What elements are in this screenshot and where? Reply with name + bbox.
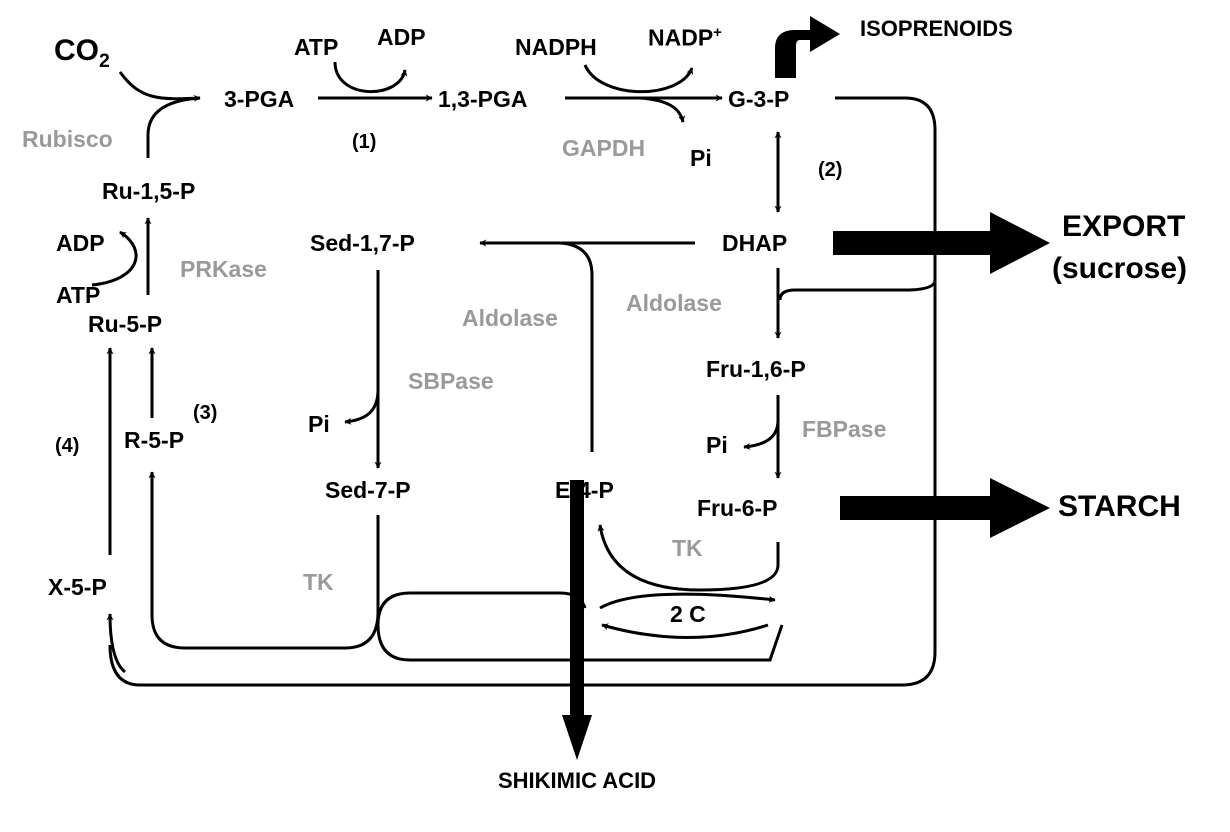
export-arrow bbox=[833, 212, 1050, 274]
dhap-label: DHAP bbox=[722, 230, 788, 256]
fru6p-tk-to-e4p bbox=[597, 524, 780, 592]
isoprenoids-arrow bbox=[775, 16, 840, 78]
two-c-label: 2 C bbox=[670, 601, 706, 627]
gapdh-pi-arrow bbox=[639, 96, 686, 123]
export-label: EXPORT bbox=[1062, 210, 1186, 243]
co2-to-3pga-arrow bbox=[118, 71, 201, 102]
sed7p-tk-loop bbox=[376, 515, 784, 662]
shikimic-arrow bbox=[562, 480, 592, 760]
pi-sbpase-label: Pi bbox=[308, 411, 330, 437]
sucrose-label: (sucrose) bbox=[1052, 252, 1188, 285]
starch-arrow bbox=[840, 478, 1050, 538]
3pga-label: 3-PGA bbox=[224, 86, 295, 112]
ru15p-label: Ru-1,5-P bbox=[102, 178, 196, 204]
sed7p-label: Sed-7-P bbox=[325, 477, 411, 503]
tk-right-label: TK bbox=[672, 535, 703, 561]
adp-left-label: ADP bbox=[56, 230, 105, 256]
aldolase-left-label: Aldolase bbox=[462, 305, 558, 331]
starch-label: STARCH bbox=[1058, 490, 1181, 523]
sed17p-label: Sed-1,7-P bbox=[310, 230, 415, 256]
pi-gapdh-label: Pi bbox=[690, 145, 712, 171]
step-3-label: (3) bbox=[193, 402, 218, 424]
nadph-nadp-loop bbox=[583, 64, 694, 94]
r5p-label: R-5-P bbox=[124, 427, 185, 453]
two-c-top-arrow bbox=[599, 592, 776, 610]
fru6p-label: Fru-6-P bbox=[697, 495, 778, 521]
aldolase-right-label: Aldolase bbox=[626, 290, 722, 316]
rubisco-label: Rubisco bbox=[22, 126, 113, 152]
tk-left-label: TK bbox=[303, 569, 334, 595]
tk-upper-loop bbox=[376, 591, 587, 626]
isoprenoids-label: ISOPRENOIDS bbox=[860, 16, 1013, 41]
gapdh-label: GAPDH bbox=[562, 135, 646, 161]
atp-top-label: ATP bbox=[294, 34, 339, 60]
sbpase-label: SBPase bbox=[408, 368, 494, 394]
loop-to-x5p-arrow bbox=[106, 613, 127, 674]
fbpase-label: FBPase bbox=[802, 416, 887, 442]
g3p-outer-loop bbox=[108, 96, 937, 687]
sbpase-pi-arrow bbox=[344, 389, 380, 425]
step-1-label: (1) bbox=[352, 131, 377, 153]
ru15p-to-3pga-arrow bbox=[146, 96, 201, 158]
adp-top-label: ADP bbox=[377, 24, 426, 50]
prkase-label: PRKase bbox=[180, 256, 267, 282]
shikimic-acid-label: SHIKIMIC ACID bbox=[498, 768, 657, 793]
nadph-label: NADPH bbox=[515, 34, 597, 60]
fru16p-label: Fru-1,6-P bbox=[706, 356, 806, 382]
two-c-bottom-arrow bbox=[601, 623, 769, 639]
g3p-label: G-3-P bbox=[728, 86, 790, 112]
step-2-label: (2) bbox=[818, 159, 843, 181]
atp-left-label: ATP bbox=[56, 282, 101, 308]
nadp-label: NADP+ bbox=[648, 24, 722, 51]
13pga-label: 1,3-PGA bbox=[438, 86, 528, 112]
ru5p-label: Ru-5-P bbox=[88, 311, 163, 337]
sed7p-to-r5p-path bbox=[148, 471, 380, 650]
e4p-label: E-4-P bbox=[555, 477, 614, 503]
fbpase-pi-arrow bbox=[743, 419, 780, 450]
pi-fbpase-label: Pi bbox=[706, 432, 728, 458]
prkase-atp-adp-loop bbox=[91, 230, 138, 287]
loop-to-aldolase-branch bbox=[778, 279, 937, 301]
atp-adp-loop bbox=[333, 61, 408, 93]
x5p-label: X-5-P bbox=[48, 574, 107, 600]
co2-label: CO2 bbox=[54, 34, 110, 72]
e4p-to-aldolase-line bbox=[559, 241, 594, 452]
step-4-label: (4) bbox=[55, 435, 80, 457]
